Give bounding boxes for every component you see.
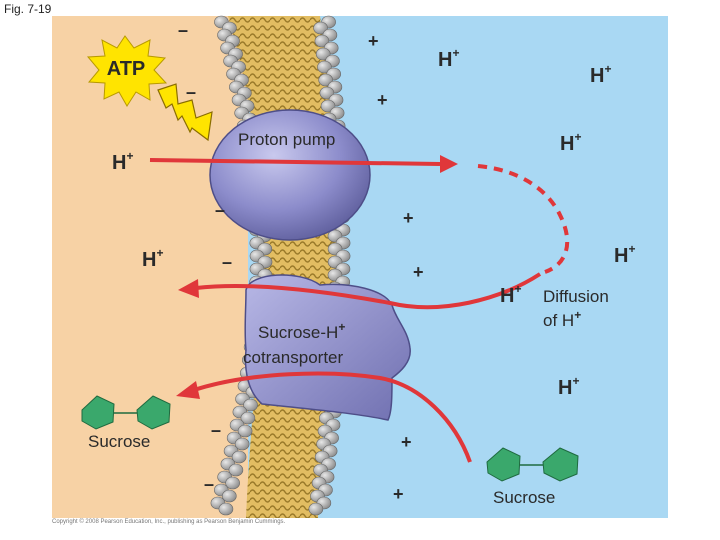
- energy-bolt-icon: [157, 83, 213, 142]
- h-ion-exterior: H+: [558, 374, 579, 399]
- phospholipid-head: [315, 47, 331, 61]
- diffusion-label-line1: Diffusion: [543, 287, 609, 306]
- proton-pump-label: Proton pump: [238, 130, 335, 149]
- copyright-notice: Copyright © 2008 Pearson Education, Inc.…: [52, 519, 286, 525]
- phospholipid-head: [228, 463, 244, 477]
- sucrose-arrow-line: [193, 371, 472, 463]
- positive-charge: +: [368, 31, 379, 51]
- phospholipid-head: [318, 73, 333, 87]
- h-ion-cytoplasm: H+: [112, 149, 133, 174]
- phospholipid-head: [225, 476, 240, 490]
- h-ion-exterior: H+: [438, 46, 459, 71]
- phospholipid-head: [222, 489, 237, 503]
- atp-label: ATP: [107, 58, 146, 80]
- phospholipid-head: [317, 60, 332, 74]
- diffusion-arrowhead: [178, 279, 199, 298]
- h-ion-cytoplasm: H+: [142, 246, 163, 271]
- diffusion-arrow-line: [195, 272, 542, 310]
- negative-charge: –: [222, 252, 232, 272]
- phospholipid-head: [218, 502, 234, 516]
- phospholipid-head: [237, 424, 253, 438]
- sucrose-molecule-right: [486, 447, 579, 482]
- sucrose-molecule-left: [81, 395, 171, 430]
- proton-pump: [209, 109, 371, 241]
- negative-charge: –: [204, 474, 214, 494]
- sucrose-label-right: Sucrose: [493, 488, 555, 507]
- phospholipid-head: [240, 411, 256, 425]
- sucrose-label-left: Sucrose: [88, 432, 150, 451]
- diffusion-label-line2: of H+: [543, 308, 581, 330]
- negative-charge: –: [178, 20, 188, 40]
- diffusion-path: [477, 164, 570, 274]
- negative-charge: –: [215, 200, 225, 220]
- h-ion-exterior: H+: [500, 282, 521, 307]
- cotransporter-label-line1: Sucrose-H+: [258, 320, 345, 342]
- phospholipid-head: [308, 502, 324, 516]
- h-ion-exterior: H+: [614, 242, 635, 267]
- positive-charge: +: [401, 432, 412, 452]
- positive-charge: +: [377, 90, 388, 110]
- phospholipid-head: [231, 450, 247, 464]
- pump-arrowhead: [440, 155, 458, 173]
- sucrose-arrowhead: [176, 381, 200, 399]
- phospholipid-head: [243, 398, 258, 412]
- pump-arrow-line: [149, 158, 441, 166]
- h-ion-exterior: H+: [560, 130, 581, 155]
- positive-charge: +: [413, 262, 424, 282]
- phospholipid-head: [314, 34, 330, 48]
- negative-charge: –: [211, 420, 221, 440]
- phospholipid-head: [234, 437, 250, 451]
- figure-label: Fig. 7-19: [4, 2, 52, 16]
- cotransporter-label-line2: cotransporter: [243, 348, 343, 367]
- positive-charge: +: [393, 484, 404, 504]
- atp-burst: [86, 35, 168, 107]
- negative-charge: –: [186, 82, 196, 102]
- h-ion-exterior: H+: [590, 62, 611, 87]
- positive-charge: +: [403, 208, 414, 228]
- phospholipid-head: [313, 21, 328, 35]
